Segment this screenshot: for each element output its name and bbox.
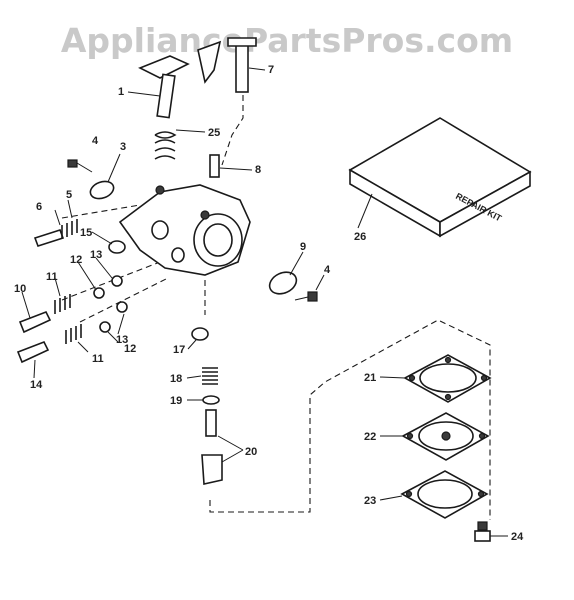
callout-25: 25 xyxy=(208,127,220,139)
part-9-throttle-plate xyxy=(268,271,298,295)
carburetor-body xyxy=(118,184,251,276)
callout-15: 15 xyxy=(80,227,92,239)
part-6-idle-screw xyxy=(33,229,65,247)
part-12-washer-upper xyxy=(93,287,105,299)
callout-19: 19 xyxy=(170,395,182,407)
part-20-inlet-needle-seat xyxy=(201,409,223,485)
callout-3: 3 xyxy=(120,141,126,153)
part-23-diaphragm-cover xyxy=(400,470,489,519)
part-26-repair-kit: REPAIR KIT xyxy=(348,117,532,238)
leader-lines xyxy=(21,67,508,537)
callout-21: 21 xyxy=(364,372,376,384)
watermark: AppliancePartsPros.com xyxy=(61,21,513,60)
callout-4-top: 4 xyxy=(92,135,99,147)
callout-10: 10 xyxy=(14,283,26,295)
part-4-screw-top xyxy=(67,159,93,173)
part-10-needle-upper xyxy=(18,310,52,334)
callout-9: 9 xyxy=(300,241,306,253)
callout-11-upper: 11 xyxy=(46,271,58,283)
assembly-path-diaphragms xyxy=(209,319,491,520)
part-3-choke-plate xyxy=(89,180,115,200)
part-7-choke-shaft xyxy=(197,37,257,93)
callout-26: 26 xyxy=(354,231,366,243)
part-11-spring-upper xyxy=(54,294,71,314)
assembly-path-left-2 xyxy=(79,277,169,323)
part-25-spring xyxy=(154,131,177,160)
assembly-path-throttle xyxy=(221,95,244,166)
assembly-path-left-1 xyxy=(61,261,161,301)
part-4-screw-right xyxy=(294,291,318,302)
callout-24: 24 xyxy=(511,531,524,543)
part-17-seal xyxy=(191,327,209,341)
part-13-oring-lower xyxy=(116,301,128,313)
callout-7: 7 xyxy=(268,64,274,76)
part-18-spring xyxy=(202,367,218,385)
callout-12-upper: 12 xyxy=(70,254,82,266)
part-24-screw xyxy=(474,521,491,542)
callout-23: 23 xyxy=(364,495,376,507)
callout-13-upper: 13 xyxy=(90,249,102,261)
callout-17: 17 xyxy=(173,344,185,356)
callout-11-lower: 11 xyxy=(92,353,104,365)
callout-5: 5 xyxy=(66,189,72,201)
callout-1: 1 xyxy=(118,86,124,98)
part-15-welch-plug xyxy=(108,240,126,254)
part-21-gasket xyxy=(403,354,492,403)
part-13-oring-upper xyxy=(111,275,123,287)
callout-6: 6 xyxy=(36,201,42,213)
callout-12-lower: 12 xyxy=(124,343,136,355)
assembly-path-left-3 xyxy=(61,204,141,219)
part-5-idle-spring xyxy=(61,219,78,239)
callout-8: 8 xyxy=(255,164,261,176)
callout-14: 14 xyxy=(30,379,43,391)
part-14-needle-lower xyxy=(16,340,50,364)
callout-18: 18 xyxy=(170,373,182,385)
part-1-throttle-shaft xyxy=(138,55,190,119)
part-8-needle xyxy=(209,154,220,178)
callout-13-lower: 13 xyxy=(116,334,128,346)
part-11-spring-lower xyxy=(65,324,82,344)
part-12-washer-lower xyxy=(99,321,111,333)
part-19-gasket xyxy=(202,395,220,405)
callout-20: 20 xyxy=(245,446,257,458)
callout-22: 22 xyxy=(364,431,376,443)
callout-4-right: 4 xyxy=(324,264,331,276)
part-22-diaphragm xyxy=(401,412,490,461)
callout-labels: 1 7 25 8 4 3 5 6 15 9 4 12 13 11 10 13 1… xyxy=(14,64,524,543)
